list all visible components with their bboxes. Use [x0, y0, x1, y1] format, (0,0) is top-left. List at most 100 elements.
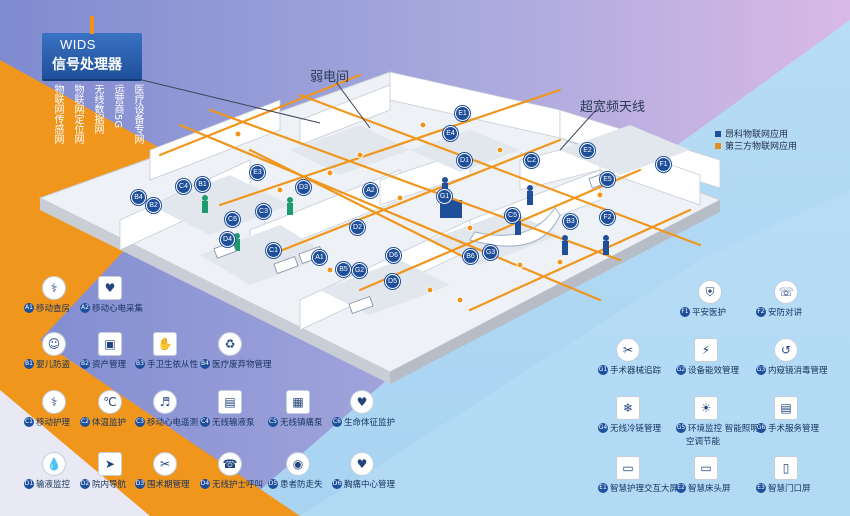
map-node-B5: B5	[336, 262, 351, 277]
app-code: G2	[676, 365, 686, 375]
cold-chain-icon: ❄	[616, 396, 640, 420]
map-node-C3: C3	[256, 204, 271, 219]
app-code: E2	[676, 483, 686, 493]
channel-label: 无线数据网	[92, 84, 103, 134]
baby-icon: ☺	[42, 332, 66, 356]
map-node-C4: C4	[176, 179, 191, 194]
app-label: 胸痛中心管理	[344, 480, 396, 490]
map-node-C5: C5	[505, 208, 520, 223]
handwash-icon: ✋	[153, 332, 177, 356]
app-label: 体温监护	[92, 418, 127, 428]
analgesia-pump-icon: ▦	[286, 390, 310, 414]
app-code: B2	[80, 359, 90, 369]
doctor-icon: ⚕	[42, 276, 66, 300]
patient-tag-icon: ◉	[286, 452, 310, 476]
app-code: D2	[80, 479, 90, 489]
app-code: E3	[756, 483, 766, 493]
energy-icon: ⚡	[694, 338, 718, 362]
weak-current-room-callout: 弱电间	[310, 70, 350, 85]
legend-item-ankor: 昂科物联网应用	[715, 127, 788, 140]
map-node-D2: D2	[350, 220, 365, 235]
app-code: C4	[200, 417, 210, 427]
chest-pain-icon: ♥	[350, 452, 374, 476]
app-code: A2	[80, 303, 90, 313]
legend-swatch	[715, 130, 721, 137]
app-label: 移动心电采集	[92, 304, 144, 314]
processor-subtitle: 信号处理器	[52, 57, 122, 73]
app-label: 移动护理	[36, 418, 71, 428]
map-node-E1: E1	[455, 106, 470, 121]
map-node-B1: B1	[195, 177, 210, 192]
app-label: 安防对讲	[768, 308, 803, 318]
legend-swatch	[715, 142, 721, 149]
server-rack	[440, 200, 462, 218]
app-code: D5	[268, 479, 278, 489]
legend-label: 昂科物联网应用	[725, 130, 789, 140]
map-node-D4: D4	[220, 232, 235, 247]
app-code: G6	[756, 423, 766, 433]
app-code: G5	[676, 423, 686, 433]
map-node-B4: B4	[131, 190, 146, 205]
app-label: 平安医护	[692, 308, 727, 318]
vitals-icon: ♥	[350, 390, 374, 414]
big-screen-icon: ▭	[616, 456, 640, 480]
app-code: D1	[24, 479, 34, 489]
app-label: 生命体征监护	[344, 418, 396, 428]
app-code: C5	[268, 417, 278, 427]
app-label: 智慧护理交互大屏	[610, 484, 679, 494]
map-node-E5: E5	[600, 172, 615, 187]
map-node-D3: D3	[296, 180, 311, 195]
app-label: 设备能效管理	[688, 366, 740, 376]
processor-antenna	[90, 16, 94, 34]
intercom-icon: ☏	[774, 280, 798, 304]
processor-title: WIDS	[60, 37, 96, 52]
app-code: G4	[598, 423, 608, 433]
map-node-D1: D1	[457, 153, 472, 168]
shield-icon: ⛨	[698, 280, 722, 304]
app-label: 环境监控 智能照明	[688, 424, 759, 434]
app-code: G1	[598, 365, 608, 375]
map-node-D5: D5	[385, 274, 400, 289]
telemetry-icon: ♬	[153, 390, 177, 414]
map-node-G2: G2	[352, 263, 367, 278]
app-label: 智慧床头屏	[688, 484, 731, 494]
app-label: 内窥镜消毒管理	[768, 366, 828, 376]
ecg-icon: ♥	[98, 276, 122, 300]
nurse-icon: ⚕	[42, 390, 66, 414]
map-node-D6: D6	[386, 248, 401, 263]
app-sublabel: 空调节能	[686, 437, 721, 447]
app-label: 移动查房	[36, 304, 71, 314]
app-label: 手术服务管理	[768, 424, 820, 434]
map-node-G3: G3	[483, 245, 498, 260]
map-node-B2: B2	[146, 198, 161, 213]
wids-processor: WIDS 信号处理器	[42, 33, 142, 79]
channel-label: 医疗设备专网	[132, 84, 143, 144]
app-code: C6	[332, 417, 342, 427]
map-node-E2: E2	[580, 143, 595, 158]
map-node-E4: E4	[443, 126, 458, 141]
instrument-icon: ✂	[616, 338, 640, 362]
app-code: D3	[135, 479, 145, 489]
infusion-pump-icon: ▤	[218, 390, 242, 414]
app-label: 医疗废弃物管理	[212, 360, 272, 370]
door-screen-icon: ▯	[774, 456, 798, 480]
app-code: E1	[598, 483, 608, 493]
app-label: 婴儿防盗	[36, 360, 71, 370]
legend-item-third-party: 第三方物联网应用	[715, 139, 797, 152]
app-code: F2	[756, 307, 766, 317]
waste-icon: ♻	[218, 332, 242, 356]
map-node-E3: E3	[250, 165, 265, 180]
app-label: 围术期管理	[147, 480, 190, 490]
app-label: 手卫生依从性	[147, 360, 199, 370]
app-label: 无线镇痛泵	[280, 418, 323, 428]
app-code: A1	[24, 303, 34, 313]
thermometer-icon: ℃	[98, 390, 122, 414]
app-label: 智慧门口屏	[768, 484, 811, 494]
nurse-call-icon: ☎	[218, 452, 242, 476]
nurse-station	[469, 207, 561, 247]
map-node-A2: A2	[363, 183, 378, 198]
app-code: D6	[332, 479, 342, 489]
app-label: 资产管理	[92, 360, 127, 370]
app-label: 移动心电遥测	[147, 418, 199, 428]
